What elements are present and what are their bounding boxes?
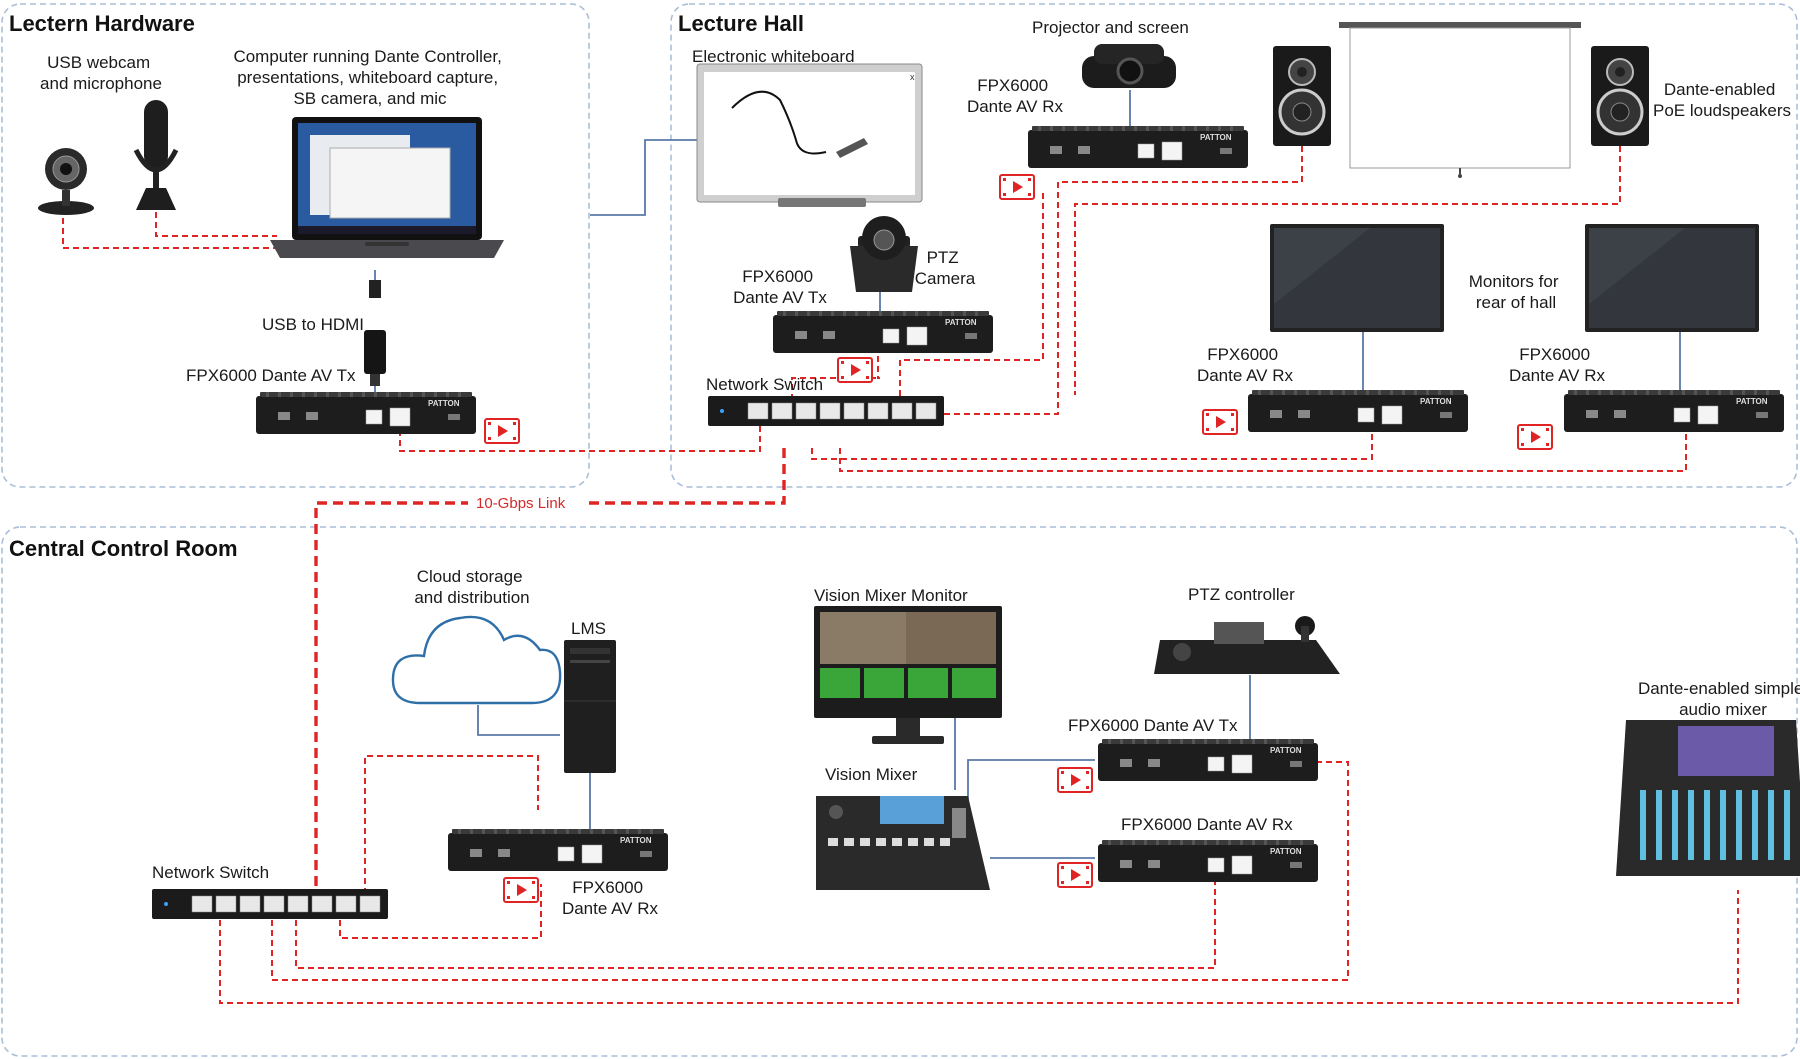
control-tx-video-stream-icon	[1057, 767, 1093, 793]
lectern-zone-title: Lectern Hardware	[9, 11, 195, 36]
lms-video-stream-icon	[503, 877, 539, 903]
lectern-zone	[1, 3, 590, 488]
control-room-zone-title: Central Control Room	[9, 536, 238, 561]
lectern-video-stream-icon	[484, 418, 520, 444]
lms-fpx6000-rx	[447, 828, 669, 872]
loudspeaker-left	[1271, 44, 1333, 148]
hall-tx-label: FPX6000 Dante AV Tx	[733, 267, 827, 307]
lms-rx-label: FPX6000 Dante AV Rx	[562, 878, 659, 918]
loudspeaker-right	[1589, 44, 1651, 148]
control-rx-video-stream-icon	[1057, 862, 1093, 888]
control-network-switch	[151, 888, 389, 920]
vision-mixer-monitor	[814, 606, 1002, 744]
whiteboard-label: Electronic whiteboard	[692, 47, 855, 66]
monitor-right-video-stream-icon	[1517, 424, 1553, 450]
usb-hdmi-label: USB to HDMI	[262, 315, 364, 334]
hall-network-switch	[707, 395, 945, 427]
hall-switch-label: Network Switch	[706, 375, 823, 394]
vision-mixer	[816, 796, 990, 890]
control-switch-label: Network Switch	[152, 863, 269, 882]
audio-mixer	[1616, 720, 1800, 876]
control-tx-label: FPX6000 Dante AV Tx	[1068, 716, 1238, 735]
projector-fpx6000-rx	[1027, 125, 1249, 169]
cloud-label: Cloud storage and distribution	[414, 567, 529, 607]
speakers-label: Dante-enabled PoE loudspeakers	[1653, 80, 1791, 120]
webcam-label: USB webcam and microphone	[40, 53, 162, 93]
ptz-controller-label: PTZ controller	[1188, 585, 1295, 604]
computer-label: Computer running Dante Controller, prese…	[233, 47, 506, 108]
lectern-tx-label: FPX6000 Dante AV Tx	[186, 366, 356, 385]
control-fpx6000-tx	[1097, 738, 1319, 782]
usb-to-hdmi-adapter	[364, 280, 386, 386]
electronic-whiteboard: x	[696, 63, 923, 207]
laptop-computer	[270, 117, 504, 258]
rear-monitor-left	[1270, 224, 1444, 332]
usb-microphone	[133, 100, 179, 210]
lectern-fpx6000-tx	[255, 391, 477, 435]
monitor-left-video-stream-icon	[1202, 409, 1238, 435]
lms-server	[564, 640, 616, 773]
lecture-hall-zone-title: Lecture Hall	[678, 11, 804, 36]
ptz-camera	[850, 216, 918, 292]
usb-webcam	[38, 148, 94, 215]
monitors-label: Monitors for rear of hall	[1469, 272, 1563, 312]
vm-monitor-label: Vision Mixer Monitor	[814, 586, 968, 605]
projector-label: Projector and screen	[1032, 18, 1189, 37]
svg-text:x: x	[910, 72, 915, 82]
monitor-rx2-label: FPX6000 Dante AV Rx	[1509, 345, 1606, 385]
ptz-controller	[1154, 616, 1340, 674]
ptz-camera-label: PTZ Camera	[915, 248, 976, 288]
control-fpx6000-rx	[1097, 839, 1319, 883]
projector	[1082, 44, 1176, 88]
monitor-left-fpx6000-rx	[1247, 389, 1469, 433]
cloud-icon	[391, 615, 562, 705]
projector-video-stream-icon	[999, 174, 1035, 200]
lecture-hall-zone	[670, 3, 1798, 488]
lms-label: LMS	[571, 619, 606, 638]
rear-monitor-right	[1585, 224, 1759, 332]
hall-fpx6000-tx	[772, 310, 994, 354]
projection-screen	[1339, 22, 1581, 178]
hall-video-stream-icon	[837, 357, 873, 383]
vision-mixer-label: Vision Mixer	[825, 765, 918, 784]
monitor-rx1-label: FPX6000 Dante AV Rx	[1197, 345, 1294, 385]
projector-rx-label: FPX6000 Dante AV Rx	[967, 76, 1064, 116]
audio-mixer-label: Dante-enabled simple audio mixer	[1638, 679, 1800, 719]
link-label: 10-Gbps Link	[476, 495, 566, 512]
monitor-right-fpx6000-rx	[1563, 389, 1785, 433]
control-rx-label: FPX6000 Dante AV Rx	[1121, 815, 1293, 834]
